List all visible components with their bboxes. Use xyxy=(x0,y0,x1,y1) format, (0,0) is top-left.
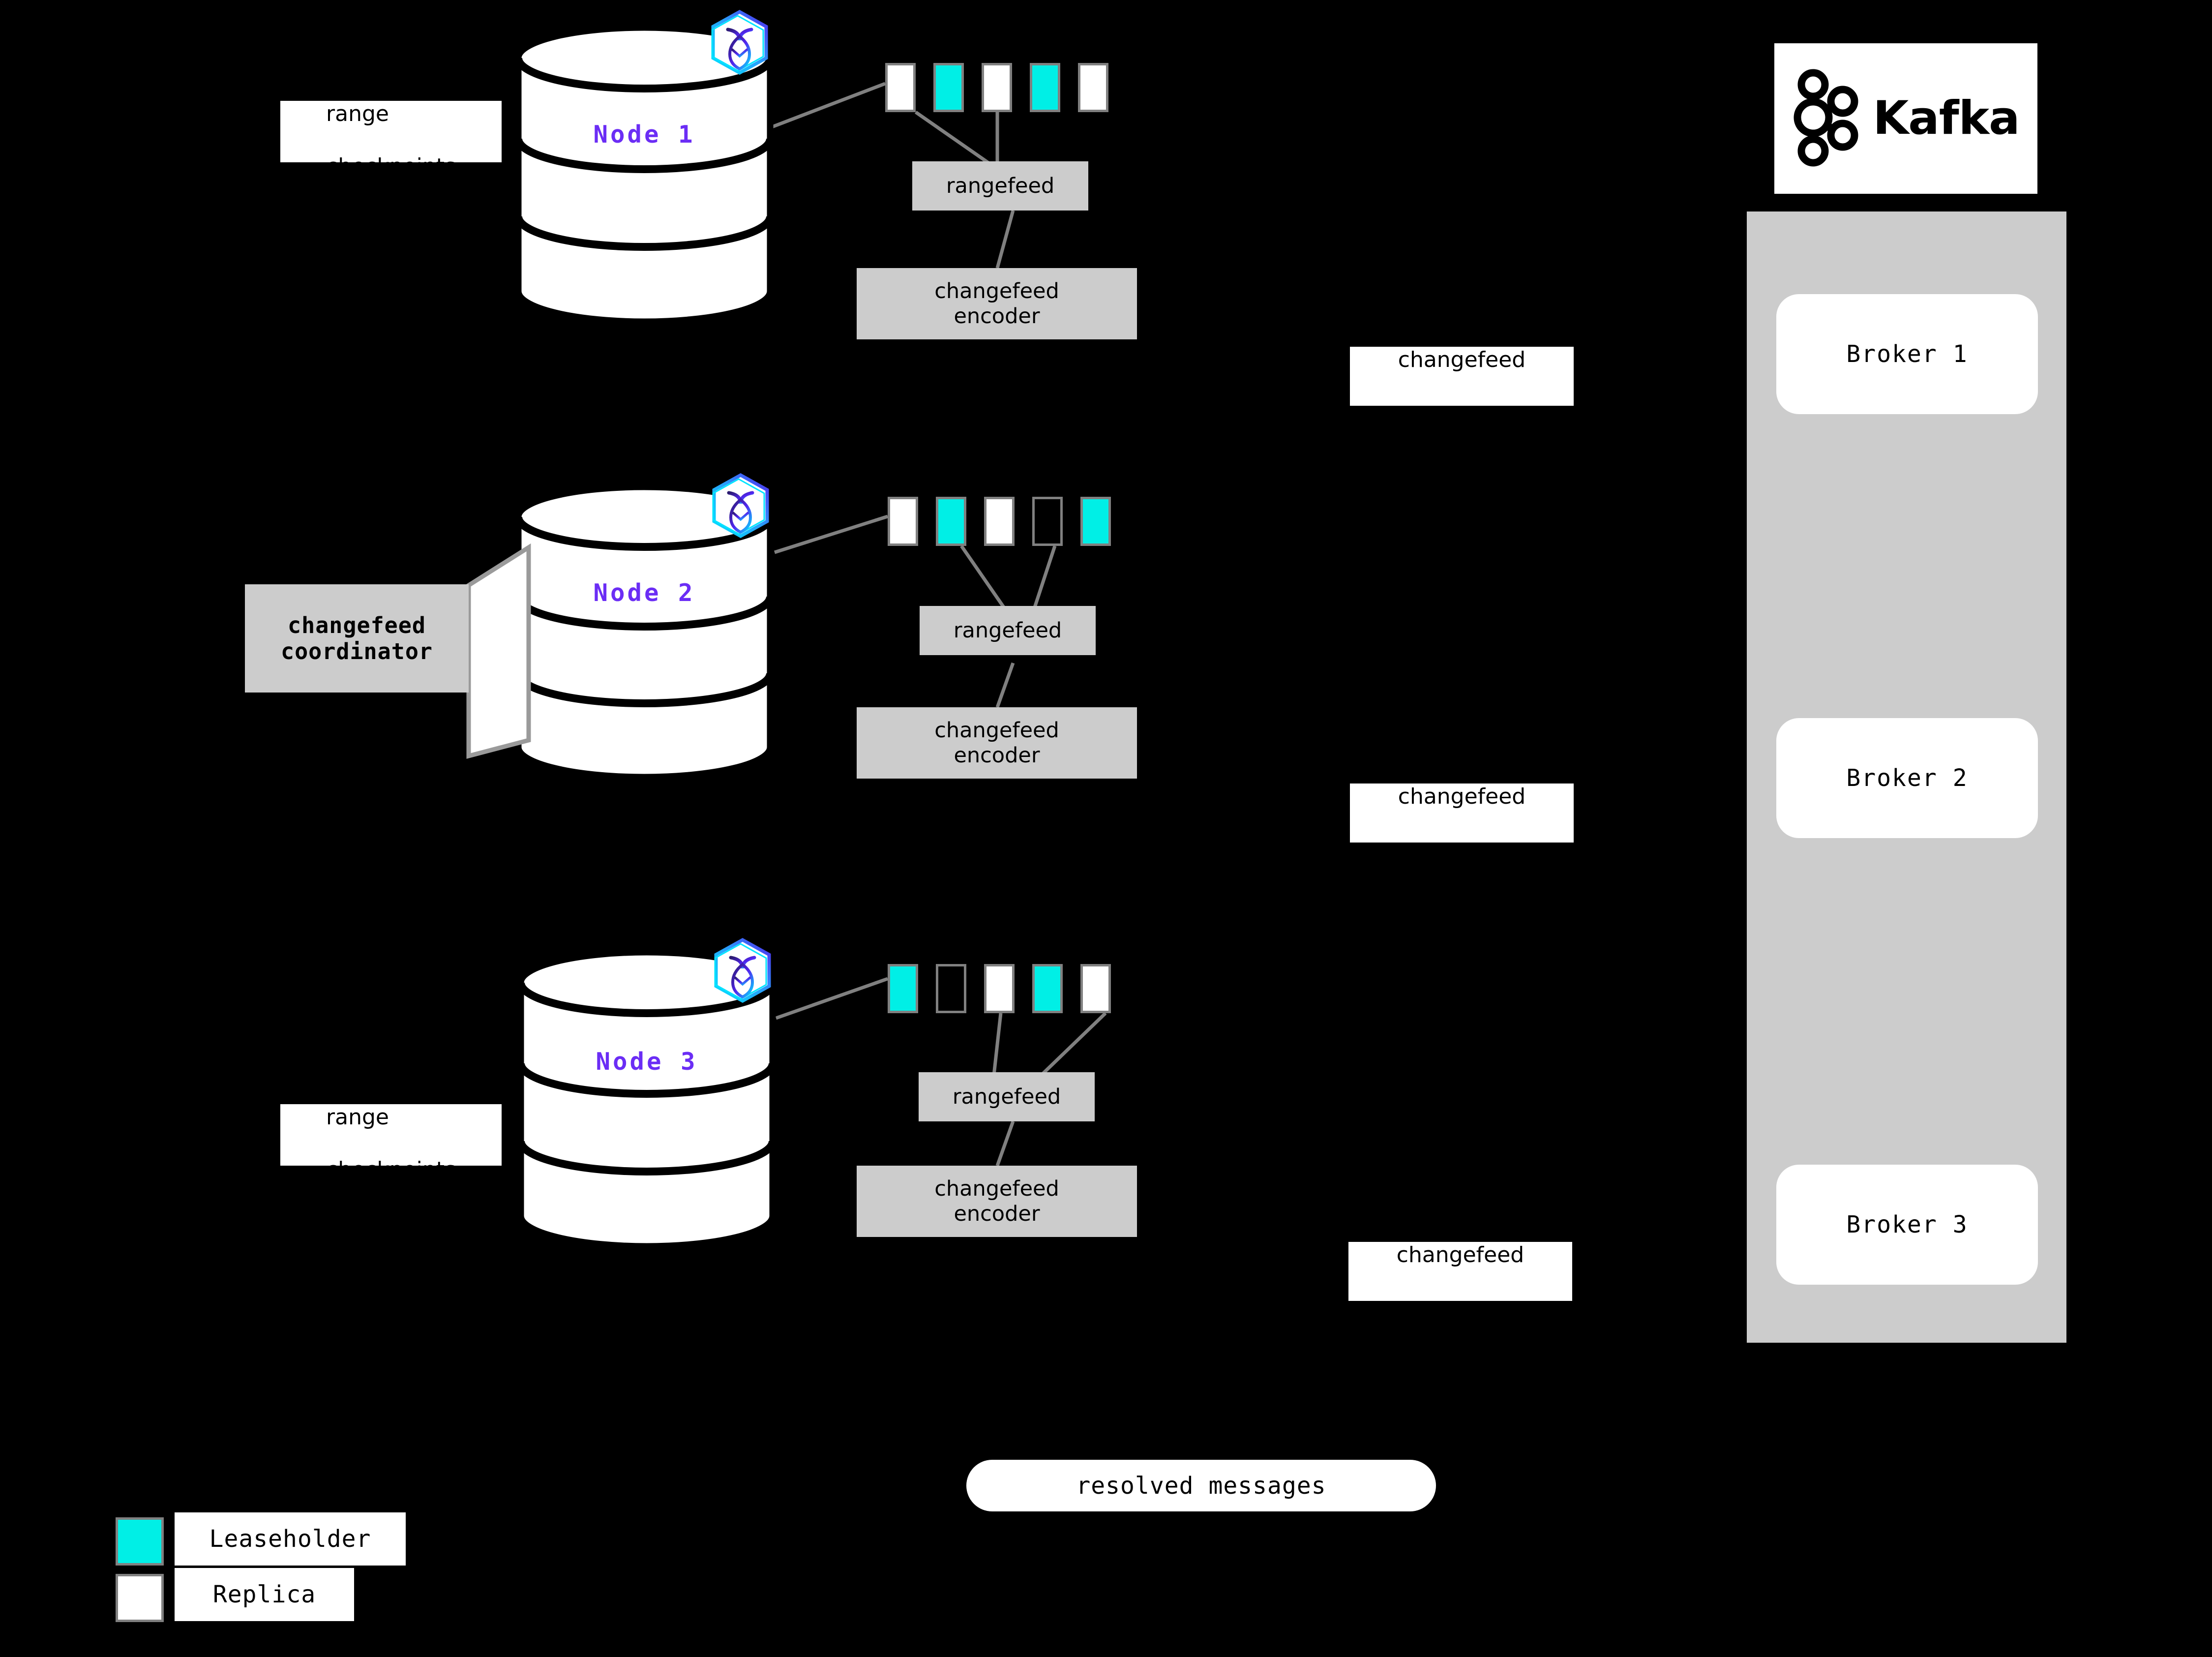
changefeed-coordinator-box[interactable]: changefeed coordinator xyxy=(245,584,469,693)
rangefeed-label: rangefeed xyxy=(946,173,1055,198)
range-box[interactable] xyxy=(888,497,918,546)
node-3-label: Node 3 xyxy=(596,1048,698,1076)
changefeed-messages-line1: changefeed xyxy=(1398,784,1526,809)
resolved-messages-label: resolved messages xyxy=(1076,1472,1326,1500)
range-box[interactable] xyxy=(1080,964,1111,1013)
range-box[interactable] xyxy=(984,964,1015,1013)
range-box[interactable] xyxy=(1078,63,1108,112)
range-checkpoints-line2: checkpoints xyxy=(326,1157,456,1183)
range-box[interactable] xyxy=(885,63,916,112)
node-2-label: Node 2 xyxy=(593,579,695,607)
coordinator-label-line1: changefeed xyxy=(288,612,426,638)
range-checkpoints-label-node-1: range checkpoints xyxy=(280,101,502,179)
range-checkpoints-line1: range xyxy=(326,101,389,126)
range-box[interactable] xyxy=(1030,63,1060,112)
kafka-logo-card: Kafka xyxy=(1774,43,2037,194)
legend-label-replica: Replica xyxy=(175,1568,354,1621)
encoder-label-line2: encoder xyxy=(954,1201,1040,1226)
node-3-cylinder: Node 3 xyxy=(514,949,779,1249)
changefeed-messages-line1: changefeed xyxy=(1398,347,1526,372)
broker-label: Broker 1 xyxy=(1846,340,1968,368)
range-box[interactable] xyxy=(936,497,966,546)
node-1-cylinder: Node 1 xyxy=(511,25,777,325)
changefeed-messages-label-node-2: changefeed messages xyxy=(1350,783,1574,862)
range-box[interactable] xyxy=(982,63,1012,112)
legend-swatch-leaseholder xyxy=(116,1517,164,1566)
rangefeed-box-node-1[interactable]: rangefeed xyxy=(912,161,1088,211)
changefeed-messages-line2: messages xyxy=(1398,400,1507,425)
range-checkpoints-label-node-3: range checkpoints xyxy=(280,1104,502,1182)
rangefeed-label: rangefeed xyxy=(952,1084,1061,1109)
changefeed-messages-line2: messages xyxy=(1396,1295,1505,1321)
range-box[interactable] xyxy=(984,497,1015,546)
range-box[interactable] xyxy=(1032,497,1063,546)
changefeed-messages-label-node-3: changefeed messages xyxy=(1348,1242,1572,1320)
broker-label: Broker 2 xyxy=(1846,764,1968,792)
coordinator-label-line2: coordinator xyxy=(280,638,433,664)
kafka-wordmark: Kafka xyxy=(1873,91,2020,145)
node-2-cylinder: Node 2 xyxy=(511,484,777,780)
encoder-label-line2: encoder xyxy=(954,303,1040,329)
legend-label-leaseholder: Leaseholder xyxy=(175,1512,406,1566)
cockroachdb-hex-logo xyxy=(709,472,772,541)
changefeed-encoder-box-node-3[interactable]: changefeed encoder xyxy=(857,1166,1137,1237)
kafka-logo xyxy=(1792,68,1860,169)
range-box[interactable] xyxy=(1032,964,1063,1013)
range-checkpoints-line1: range xyxy=(326,1105,389,1130)
broker-label: Broker 3 xyxy=(1846,1211,1968,1238)
encoder-label-line2: encoder xyxy=(954,743,1040,768)
encoder-label-line1: changefeed xyxy=(934,1176,1059,1201)
changefeed-messages-label-node-1: changefeed messages xyxy=(1350,347,1574,425)
node-1-label: Node 1 xyxy=(593,121,695,149)
changefeed-messages-line1: changefeed xyxy=(1396,1242,1524,1267)
changefeed-messages-line2: messages xyxy=(1398,837,1507,862)
encoder-label-line1: changefeed xyxy=(934,718,1059,743)
encoder-label-line1: changefeed xyxy=(934,278,1059,303)
range-checkpoints-line2: checkpoints xyxy=(326,154,456,180)
range-box[interactable] xyxy=(933,63,964,112)
cockroachdb-hex-logo xyxy=(711,937,774,1006)
coordinator-wedge-connector xyxy=(466,543,531,759)
changefeed-encoder-box-node-1[interactable]: changefeed encoder xyxy=(857,268,1137,339)
changefeed-encoder-box-node-2[interactable]: changefeed encoder xyxy=(857,707,1137,779)
rangefeed-box-node-3[interactable]: rangefeed xyxy=(919,1072,1095,1121)
legend-swatch-replica xyxy=(116,1574,164,1622)
broker-box-1[interactable]: Broker 1 xyxy=(1776,294,2038,414)
database-cylinder-icon xyxy=(514,25,774,325)
range-box[interactable] xyxy=(1080,497,1111,546)
range-box[interactable] xyxy=(936,964,966,1013)
rangefeed-box-node-2[interactable]: rangefeed xyxy=(920,606,1096,655)
cockroachdb-hex-logo xyxy=(708,9,771,78)
broker-box-2[interactable]: Broker 2 xyxy=(1776,718,2038,838)
database-cylinder-icon xyxy=(514,484,774,780)
resolved-messages-pill[interactable]: resolved messages xyxy=(966,1460,1436,1511)
rangefeed-label: rangefeed xyxy=(953,618,1062,643)
broker-box-3[interactable]: Broker 3 xyxy=(1776,1165,2038,1285)
range-box[interactable] xyxy=(888,964,918,1013)
database-cylinder-icon xyxy=(517,949,777,1249)
